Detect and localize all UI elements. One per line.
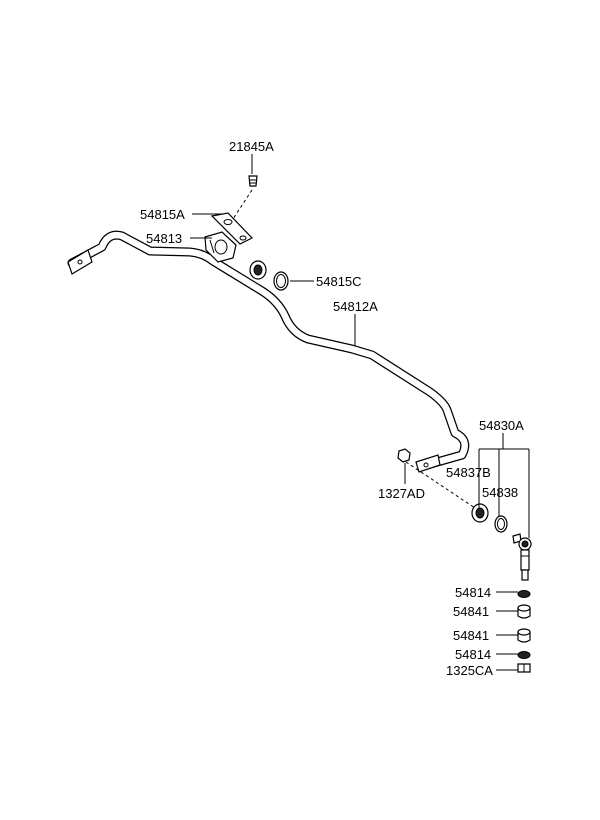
bushing-54841-bottom [517,628,531,643]
label-54815c: 54815C [316,274,362,289]
nut-1327ad [397,448,479,511]
bolt-21845a [230,175,258,223]
label-54815a: 54815A [140,207,185,222]
washer-54814-bottom [517,651,531,659]
label-21845a: 21845A [229,139,274,154]
link-54830a [512,533,532,581]
nut-1325ca [517,663,531,673]
washer-54814-top [517,590,531,598]
label-54813: 54813 [146,231,182,246]
leader-lines [190,154,530,671]
label-1327ad: 1327AD [378,486,425,501]
stabilizer-bar [67,230,470,473]
label-1325ca: 1325CA [446,663,493,678]
bushing-54813 [204,231,237,263]
label-54838: 54838 [482,485,518,500]
label-54841-bottom: 54841 [453,628,489,643]
ring-54815c [273,271,289,291]
bracket-54815a [210,212,253,245]
label-54837b: 54837B [446,465,491,480]
label-54812a: 54812A [333,299,378,314]
label-54814-bottom: 54814 [455,647,491,662]
bushing-54837b [471,503,489,523]
part-labels: 21845A 54815A 54813 54815C 54812A 54830A… [140,139,524,678]
bar-bushing [249,260,267,280]
bushing-54841-top [517,604,531,619]
label-54841-top: 54841 [453,604,489,619]
label-54830a: 54830A [479,418,524,433]
label-54814-top: 54814 [455,585,491,600]
ring-54838 [494,515,508,533]
